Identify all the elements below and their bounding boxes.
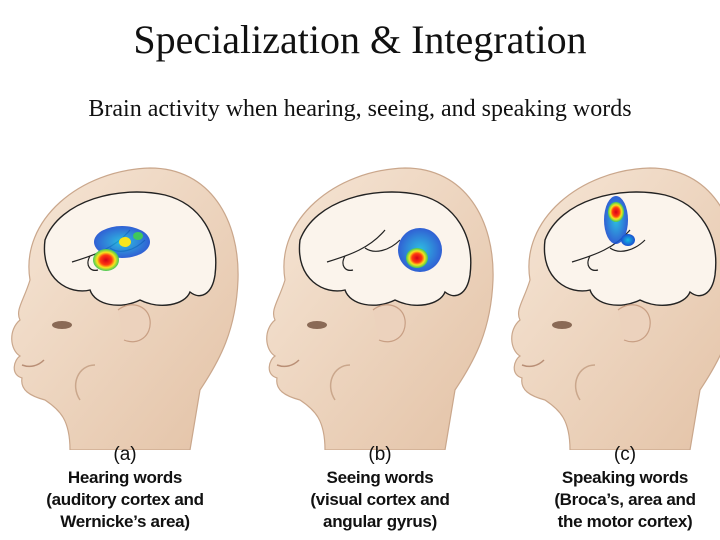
caption-letter: (a) <box>0 443 250 467</box>
head-illustration <box>500 160 720 450</box>
caption-line-2: (Broca’s, area and <box>500 489 720 511</box>
caption-line-1: Seeing words <box>255 467 505 489</box>
caption-line-3: Wernicke’s area) <box>0 511 250 533</box>
slide-subtitle: Brain activity when hearing, seeing, and… <box>40 94 680 124</box>
caption-letter: (c) <box>500 443 720 467</box>
panel-seeing: (b) Seeing words (visual cortex and angu… <box>255 160 505 540</box>
slide-title: Specialization & Integration <box>0 18 720 62</box>
panel-speaking: (c) Speaking words (Broca’s, area and th… <box>500 160 720 540</box>
caption-line-2: (auditory cortex and <box>0 489 250 511</box>
caption-seeing: (b) Seeing words (visual cortex and angu… <box>255 443 505 533</box>
caption-letter: (b) <box>255 443 505 467</box>
activation-blob <box>398 228 442 272</box>
caption-line-3: angular gyrus) <box>255 511 505 533</box>
caption-line-2: (visual cortex and <box>255 489 505 511</box>
caption-line-1: Speaking words <box>500 467 720 489</box>
panel-hearing: (a) Hearing words (auditory cortex and W… <box>0 160 250 540</box>
caption-line-3: the motor cortex) <box>500 511 720 533</box>
caption-hearing: (a) Hearing words (auditory cortex and W… <box>0 443 250 533</box>
head-illustration <box>0 160 250 450</box>
caption-speaking: (c) Speaking words (Broca’s, area and th… <box>500 443 720 533</box>
caption-line-1: Hearing words <box>0 467 250 489</box>
head-illustration <box>255 160 505 450</box>
